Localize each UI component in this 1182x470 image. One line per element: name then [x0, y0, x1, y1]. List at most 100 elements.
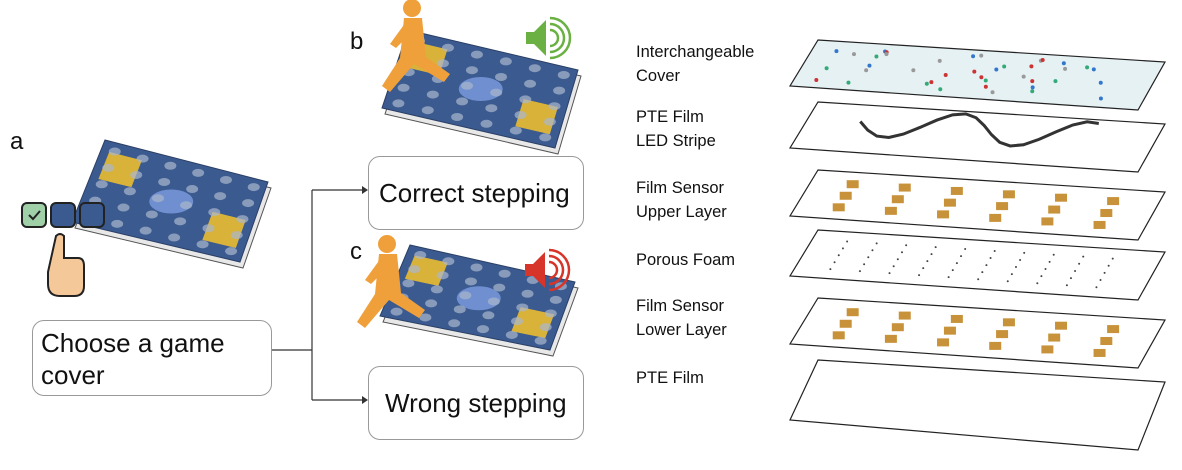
mat-dot: [488, 297, 500, 305]
mat-dot: [137, 155, 149, 163]
choose-cover-box: Choose a game cover: [32, 320, 272, 396]
sensor-pad: [1048, 206, 1060, 214]
mat-dot: [220, 176, 232, 184]
mat-dot: [442, 257, 454, 265]
sensor-pad: [840, 192, 852, 200]
mat-dot: [451, 113, 463, 121]
sound-on-icon: [526, 18, 570, 58]
cover-pattern: [1002, 64, 1006, 68]
sensor-pad: [944, 199, 956, 207]
foam-pore: [1036, 282, 1038, 284]
foam-pore: [1104, 272, 1106, 274]
mat-dot: [480, 120, 492, 128]
foam-pore: [859, 270, 861, 272]
mat-dot: [516, 303, 528, 311]
mat-dot: [500, 57, 512, 65]
mat-dot: [461, 82, 473, 90]
sensor-pad: [944, 327, 956, 335]
cover-pattern: [991, 90, 995, 94]
connector-line: [272, 190, 312, 400]
mat-dot: [225, 247, 237, 255]
sensor-pad: [989, 214, 1001, 222]
mat-dot: [192, 169, 204, 177]
label-line: PTE Film: [636, 105, 716, 129]
mat-dot: [515, 111, 527, 119]
foam-pore: [1095, 286, 1097, 288]
foam-pore: [863, 263, 865, 265]
sensor-pad: [996, 202, 1008, 210]
cover-pattern: [852, 52, 856, 56]
foam-pore: [922, 267, 924, 269]
mat-dot: [482, 311, 494, 319]
mat-dot: [422, 106, 434, 114]
sensor-pad: [951, 187, 963, 195]
sensor-pad: [1048, 334, 1060, 342]
foam-pore: [956, 262, 958, 264]
mat-dot: [118, 204, 130, 212]
panel-label-b: b: [350, 28, 363, 56]
mat-dot: [506, 331, 518, 339]
foam-pore: [889, 272, 891, 274]
mat-dot: [102, 164, 114, 172]
sensor-pad: [833, 331, 845, 339]
mat-dot: [174, 217, 186, 225]
runner-head: [403, 0, 421, 17]
layer-lower-sensor: [790, 298, 1165, 368]
mat-dot: [545, 310, 557, 318]
mat-dot: [130, 171, 142, 179]
foam-pore: [918, 274, 920, 276]
cover-pattern: [834, 49, 838, 53]
mat-dot: [465, 277, 477, 285]
mat-dot: [454, 305, 466, 313]
wrong-stepping-box: Wrong stepping: [368, 366, 584, 440]
sensor-pad: [1041, 217, 1053, 225]
cover-pattern: [846, 81, 850, 85]
mat-dot: [158, 178, 170, 186]
foam-pore: [926, 260, 928, 262]
mat-dot: [490, 89, 502, 97]
layer-label-cover: InterchangeableCover: [636, 40, 754, 88]
foam-pore: [931, 253, 933, 255]
layer-cover: [790, 40, 1165, 110]
mat-dot: [208, 208, 220, 216]
mat-dot: [431, 285, 443, 293]
mat-dot: [146, 210, 158, 218]
cover-pattern: [814, 78, 818, 82]
mat-dot: [535, 337, 547, 345]
wrong-stepping-text: Wrong stepping: [385, 388, 567, 418]
foam-pore: [842, 247, 844, 249]
cover-pattern: [864, 68, 868, 72]
foam-pore: [1040, 275, 1042, 277]
sensor-pad: [989, 342, 1001, 350]
sensor-pad: [1094, 221, 1106, 229]
mat-dot: [511, 317, 523, 325]
layer-sheet: [790, 40, 1165, 110]
foam-pore: [990, 257, 992, 259]
layer-pte: [790, 360, 1165, 450]
mat-dot: [539, 133, 551, 141]
cover-pattern: [984, 78, 988, 82]
foam-pore: [893, 265, 895, 267]
cover-pattern: [1099, 97, 1103, 101]
mat-dot: [524, 80, 536, 88]
mat-dot: [510, 127, 522, 135]
cover-pattern: [1092, 67, 1096, 71]
foam-pore: [829, 268, 831, 270]
foam-pore: [1019, 259, 1021, 261]
mat-dot: [109, 148, 121, 156]
layer-sheet: [790, 102, 1165, 172]
foam-pore: [994, 250, 996, 252]
label-line: LED Stripe: [636, 129, 716, 153]
foam-pore: [876, 242, 878, 244]
mat-dot: [459, 291, 471, 299]
foam-pore: [952, 269, 954, 271]
cover-pattern: [938, 59, 942, 63]
cover-option-selected: [22, 203, 46, 227]
runner-head: [378, 235, 396, 253]
foam-pore: [838, 254, 840, 256]
mat-dot: [408, 265, 420, 273]
sensor-pad: [899, 184, 911, 192]
foam-pore: [1078, 263, 1080, 265]
sensor-pad: [1100, 337, 1112, 345]
mat-dot: [398, 84, 410, 92]
